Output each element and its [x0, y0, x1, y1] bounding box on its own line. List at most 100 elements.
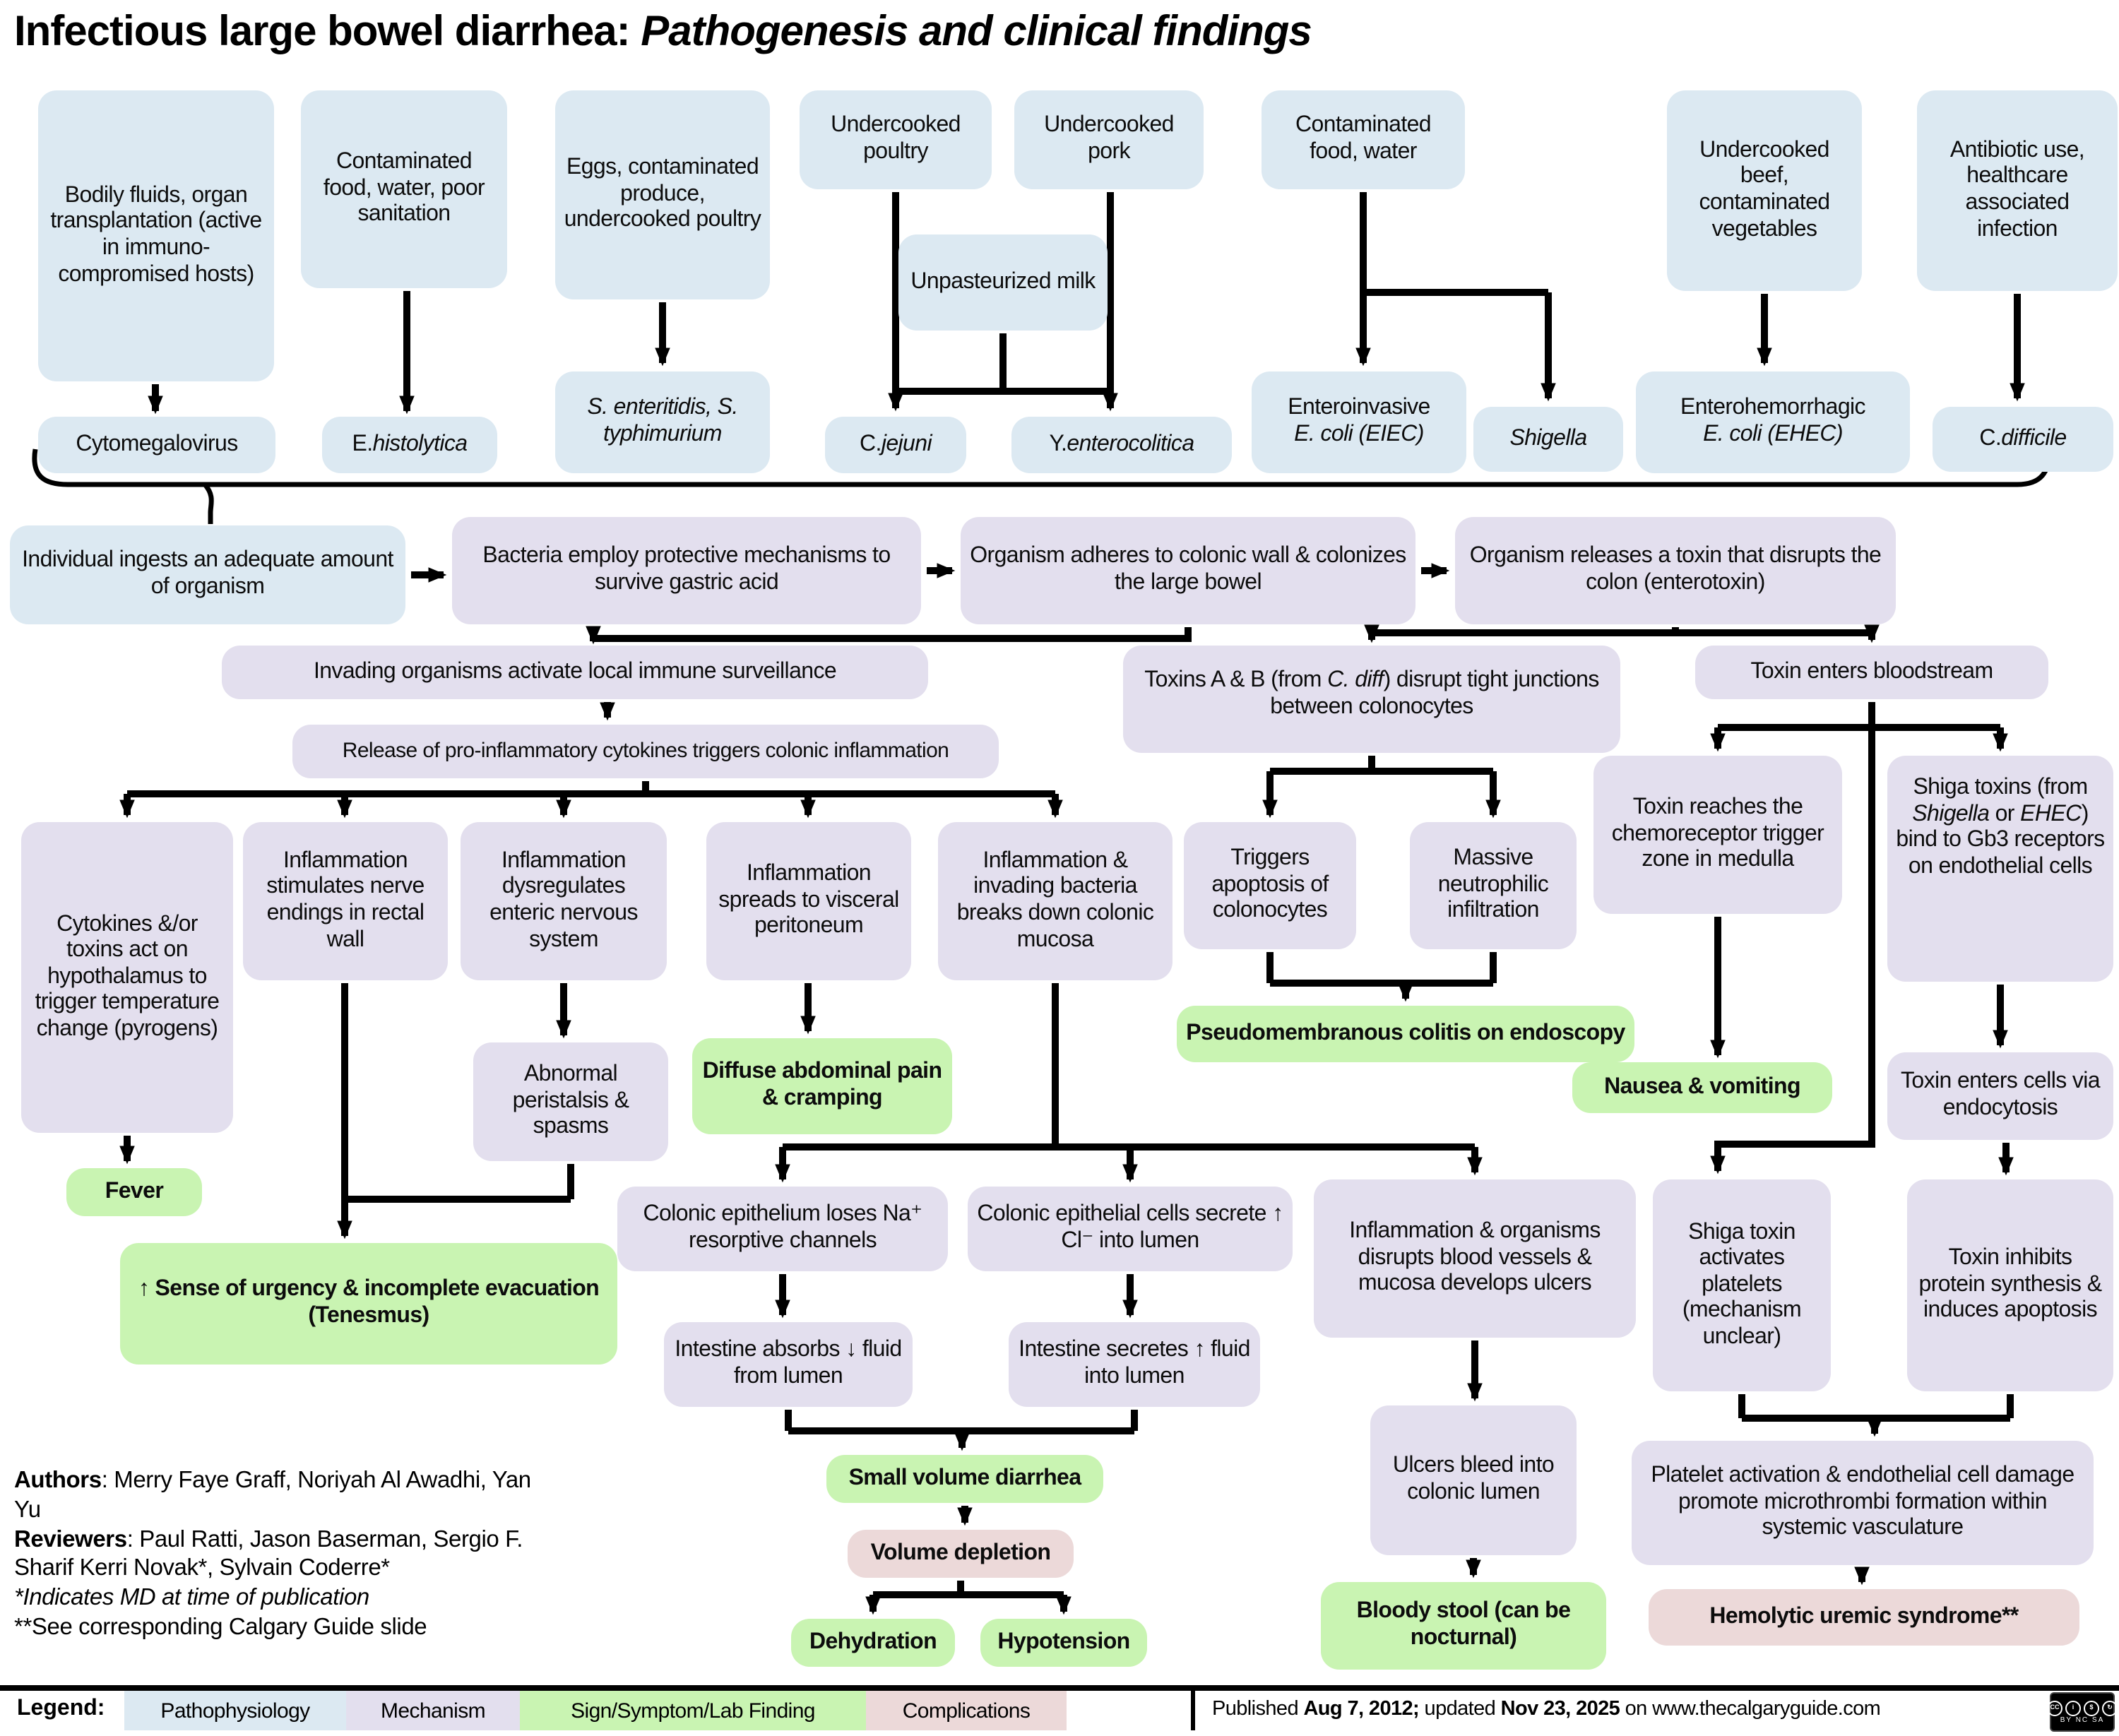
node-text: ) disrupt tight junctions between colono… [1270, 668, 1599, 719]
node-colonic-epithelial-secrete: Colonic epithelial cells secrete ↑ Cl⁻ i… [968, 1187, 1293, 1271]
node-release-cytokines: Release of pro-inflammatory cytokines tr… [292, 725, 999, 778]
node-text-italic: C. diff [1327, 668, 1384, 692]
node-hemolytic-uremic-syndrome: Hemolytic uremic syndrome** [1649, 1589, 2079, 1646]
page-title: Infectious large bowel diarrhea: Pathoge… [14, 8, 1312, 57]
authors-label: Authors [14, 1468, 102, 1493]
node-text-italic: EHEC [2020, 802, 2082, 826]
node-text: Shiga toxins (from [1913, 775, 2088, 799]
authors-line: Authors: Merry Faye Graff, Noriyah Al Aw… [14, 1466, 557, 1525]
node-colonic-epithelium-loses: Colonic epithelium loses Na⁺ resorptive … [617, 1187, 948, 1271]
legend-bar: Legend: Pathophysiology Mechanism Sign/S… [0, 1685, 2119, 1736]
updated-date: Nov 23, 2025 [1500, 1698, 1620, 1720]
cc-license-badge: CC i $ ↻ BY NC SA [2047, 1692, 2118, 1732]
node-bacteria-employ-protective: Bacteria employ protective mechanisms to… [452, 517, 921, 624]
organism-name: E. coli (EIEC) [1294, 422, 1424, 446]
node-abnormal-peristalsis: Abnormal peristalsis & spasms [473, 1042, 668, 1161]
legend-item-mechanism: Mechanism [346, 1691, 520, 1730]
node-text: or [1989, 802, 2021, 826]
cc-caption: BY NC SA [2060, 1716, 2105, 1724]
node-cytomegalovirus: Cytomegalovirus [38, 417, 275, 473]
node-c-jejuni: C. jejuni [825, 417, 966, 473]
node-c-difficile: C. difficile [1933, 407, 2113, 472]
organism-genus: E. [352, 432, 374, 456]
node-organism-adheres: Organism adheres to colonic wall & colon… [961, 517, 1415, 624]
organism-species: jejuni [881, 432, 932, 456]
node-antibiotic-use: Antibiotic use, healthcare associated in… [1917, 90, 2118, 291]
node-contaminated-food-water-sanitation: Contaminated food, water, poor sanitatio… [301, 90, 507, 288]
node-inflammation-nerve-endings: Inflammation stimulates nerve endings in… [243, 822, 448, 980]
node-volume-depletion: Volume depletion [848, 1530, 1074, 1578]
node-fever: Fever [66, 1168, 202, 1216]
node-e-histolytica: E. histolytica [322, 417, 497, 473]
node-text: ) bind to Gb3 receptors on endothelial c… [1896, 802, 2105, 879]
reviewers-line: Reviewers: Paul Ratti, Jason Baserman, S… [14, 1525, 557, 1583]
legend-item-complications: Complications [866, 1691, 1067, 1730]
node-text: Toxins A & B (from [1144, 668, 1328, 692]
legend-label: Legend: [17, 1696, 105, 1720]
node-eggs-produce-poultry: Eggs, contaminated produce, undercooked … [555, 90, 770, 299]
published-line: Published Aug 7, 2012; updated Nov 23, 2… [1212, 1698, 2046, 1720]
node-intestine-absorbs-less: Intestine absorbs ↓ fluid from lumen [664, 1322, 913, 1407]
node-shiga-toxin-platelets: Shiga toxin activates platelets (mechani… [1653, 1179, 1831, 1391]
legend-item-sign-symptom: Sign/Symptom/Lab Finding [520, 1691, 866, 1730]
node-tenesmus: ↑ Sense of urgency & incomplete evacuati… [120, 1243, 617, 1365]
organism-type: Enteroinvasive [1288, 396, 1430, 420]
organism-type: Enterohemorrhagic [1680, 396, 1866, 420]
node-dehydration: Dehydration [791, 1619, 955, 1667]
node-s-enteritidis-typhimurium: S. enteritidis, S. typhimurium [555, 371, 770, 473]
node-bloody-stool: Bloody stool (can be nocturnal) [1321, 1582, 1606, 1670]
organism-genus: C. [1979, 426, 2002, 451]
published-date: Aug 7, 2012; [1303, 1698, 1420, 1720]
node-triggers-apoptosis: Triggers apoptosis of colonocytes [1184, 822, 1356, 949]
authors-names: : Merry Faye Graff, Noriyah Al Awadhi, Y… [14, 1468, 531, 1523]
page-title-main: Infectious large bowel diarrhea: [14, 8, 641, 55]
node-invading-organisms: Invading organisms activate local immune… [222, 646, 928, 699]
node-y-enterocolitica: Y. enterocolitica [1011, 417, 1232, 473]
node-inflammation-disrupts-ulcers: Inflammation & organisms disrupts blood … [1314, 1179, 1636, 1338]
node-undercooked-beef-vegetables: Undercooked beef, contaminated vegetable… [1667, 90, 1862, 291]
node-bodily-fluids: Bodily fluids, organ transplantation (ac… [38, 90, 274, 381]
organism-genus: C. [860, 432, 882, 456]
node-organism-releases-toxin: Organism releases a toxin that disrupts … [1455, 517, 1896, 624]
node-ulcers-bleed: Ulcers bleed into colonic lumen [1370, 1405, 1577, 1555]
node-massive-neutrophilic: Massive neutrophilic infiltration [1410, 822, 1577, 949]
cc-icon-row: CC i $ ↻ [2047, 1700, 2118, 1716]
organism-species: enterocolitica [1067, 432, 1194, 456]
node-pseudomembranous-colitis: Pseudomembranous colitis on endoscopy [1177, 1006, 1634, 1062]
node-undercooked-poultry: Undercooked poultry [800, 90, 992, 189]
organism-name: E. coli (EHEC) [1703, 422, 1843, 446]
node-inflammation-peritoneum: Inflammation spreads to visceral periton… [706, 822, 911, 980]
cc-icon: CC [2047, 1700, 2062, 1716]
reviewers-label: Reviewers [14, 1526, 127, 1552]
nc-icon: $ [2084, 1700, 2099, 1716]
node-shiga-toxins-gb3: Shiga toxins (from Shigella or EHEC) bin… [1887, 756, 2113, 982]
node-hypotension: Hypotension [980, 1619, 1147, 1667]
node-cytokines-pyrogens: Cytokines &/or toxins act on hypothalamu… [21, 822, 233, 1133]
page-title-subtitle: Pathogenesis and clinical findings [641, 8, 1312, 55]
node-inflammation-enteric-nervous: Inflammation dysregulates enteric nervou… [461, 822, 667, 980]
slide-note: **See corresponding Calgary Guide slide [14, 1614, 427, 1640]
node-platelet-activation-microthrombi: Platelet activation & endothelial cell d… [1632, 1441, 2094, 1565]
organism-name: S. enteritidis, S. typhimurium [587, 396, 738, 446]
credits-block: Authors: Merry Faye Graff, Noriyah Al Aw… [14, 1466, 557, 1642]
node-shigella: Shigella [1473, 407, 1623, 472]
organism-genus: Y. [1049, 432, 1067, 456]
node-small-volume-diarrhea: Small volume diarrhea [826, 1455, 1103, 1503]
node-inflammation-breaks-mucosa: Inflammation & invading bacteria breaks … [938, 822, 1173, 980]
node-contaminated-food-water: Contaminated food, water [1262, 90, 1465, 189]
node-intestine-secretes-more: Intestine secretes ↑ fluid into lumen [1009, 1322, 1260, 1407]
legend-item-pathophysiology: Pathophysiology [124, 1691, 346, 1730]
node-nausea-vomiting: Nausea & vomiting [1572, 1062, 1832, 1113]
legend-divider [1191, 1691, 1195, 1730]
node-diffuse-abdominal-pain: Diffuse abdominal pain & cramping [692, 1038, 952, 1134]
node-unpasteurized-milk: Unpasteurized milk [898, 234, 1108, 331]
node-text-italic: Shigella [1912, 802, 1990, 826]
node-toxin-enters-bloodstream: Toxin enters bloodstream [1695, 646, 2048, 699]
updated-prefix: updated [1419, 1698, 1501, 1720]
organism-name: Shigella [1509, 426, 1587, 451]
md-note: *Indicates MD at time of publication [14, 1585, 369, 1611]
reviewers-names: : Paul Ratti, Jason Baserman, Sergio F. … [14, 1526, 523, 1581]
